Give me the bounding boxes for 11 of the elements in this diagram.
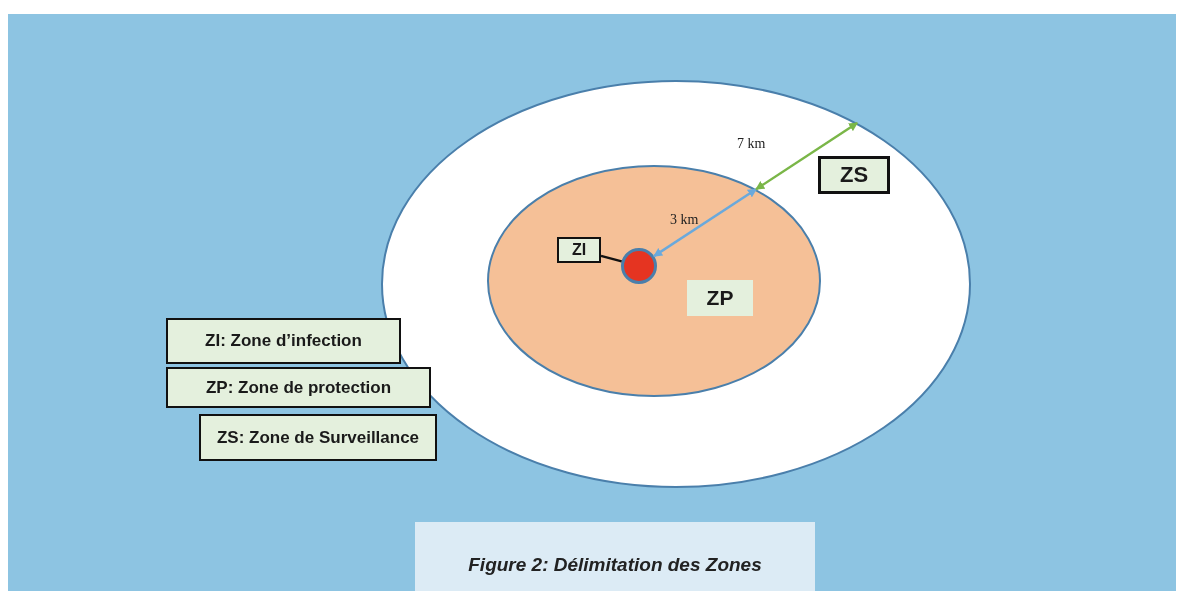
zone-label: ZS: Zone de Surveillance	[199, 414, 437, 461]
arrow	[653, 188, 757, 258]
arrow	[755, 121, 858, 191]
edge-label: 7 km	[737, 136, 766, 152]
zone-label: ZP	[687, 280, 753, 316]
zone-label: ZI: Zone d’infection	[166, 318, 401, 364]
zone-label: ZS	[818, 156, 890, 194]
zone-label: ZP: Zone de protection	[166, 367, 431, 408]
zone-label: ZI	[557, 237, 601, 263]
edge-label: 3 km	[670, 212, 699, 228]
figure-caption: Figure 2: Délimitation des Zones	[468, 553, 762, 576]
